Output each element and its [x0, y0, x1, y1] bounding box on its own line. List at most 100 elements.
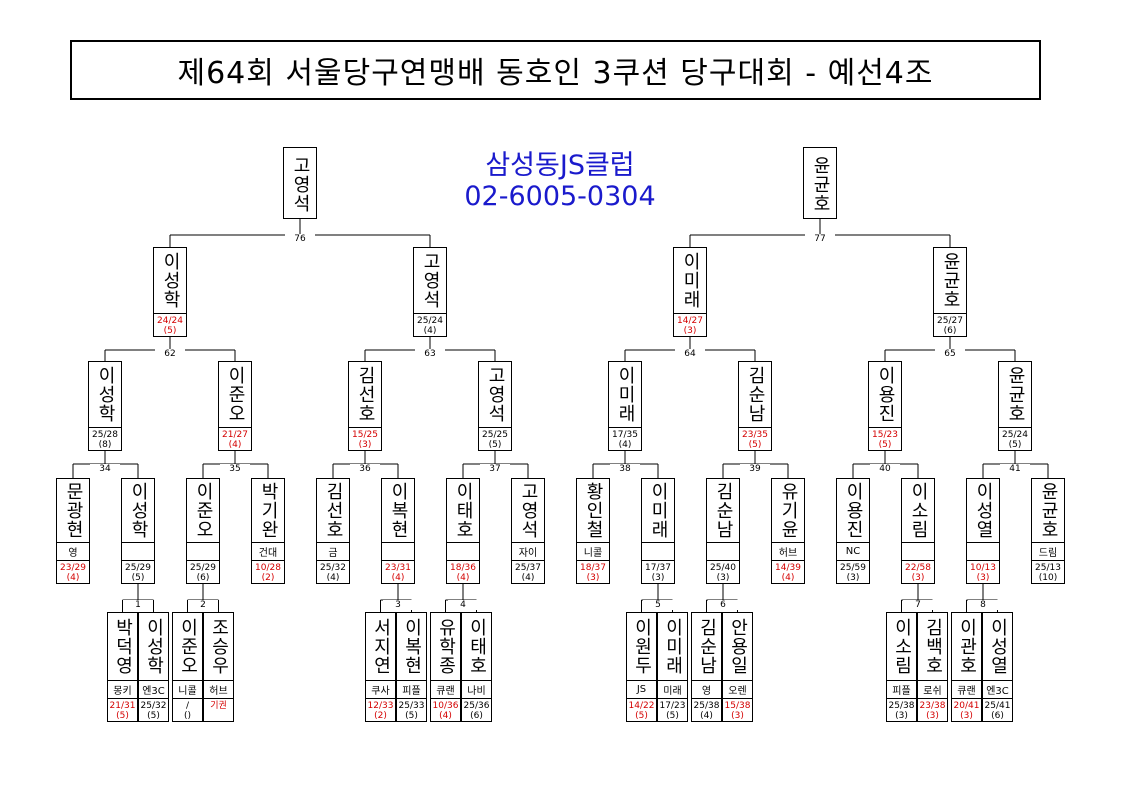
- player-club: [707, 543, 739, 561]
- player-average: (6): [470, 711, 483, 721]
- player-name: 이용진: [843, 482, 864, 539]
- player-average: (5): [635, 711, 648, 721]
- player-average: (4): [66, 573, 80, 583]
- player-name: 이성학: [160, 252, 181, 309]
- player-score: 25/38: [693, 701, 720, 711]
- player-score: 25/24: [1002, 430, 1028, 440]
- player-name: 박기완: [258, 482, 279, 539]
- player-average: (10): [1038, 573, 1058, 583]
- player-name: 이성학: [95, 366, 116, 423]
- player-name: 고영석: [485, 366, 506, 423]
- player-score: 25/38: [888, 701, 915, 711]
- player-name: 박덕영: [112, 618, 134, 675]
- player-average: (3): [586, 573, 600, 583]
- player-score: /: [185, 701, 190, 711]
- match-number: 39: [740, 464, 770, 474]
- player-name: 이준오: [225, 366, 246, 423]
- player-name: 황인철: [583, 482, 604, 539]
- player-score: 17/23: [659, 701, 686, 711]
- player-club: 허브: [204, 681, 233, 699]
- player-club: 몽키: [108, 681, 137, 699]
- player-score: 25/24: [417, 316, 443, 326]
- player-score: 25/59: [840, 563, 866, 573]
- player-average: (5): [147, 711, 160, 721]
- player-name: 김백호: [922, 618, 944, 675]
- player-name: 윤균호: [940, 252, 961, 309]
- match-number: 63: [415, 349, 445, 359]
- player-average: (5): [405, 711, 418, 721]
- player-score: 17/35: [612, 430, 638, 440]
- player-average: (3): [976, 573, 990, 583]
- player-average: (4): [439, 711, 452, 721]
- player-name: 이복현: [388, 482, 409, 539]
- player-club: 나비: [462, 681, 491, 699]
- player-score: 21/27: [222, 430, 248, 440]
- player-name: 이준오: [177, 618, 199, 675]
- player-score: 25/37: [515, 563, 541, 573]
- match-number: 62: [155, 349, 185, 359]
- player-name: 문광현: [63, 482, 84, 539]
- match-number: 7: [903, 600, 933, 610]
- player-score: 기권: [210, 701, 227, 711]
- player-club: [122, 543, 154, 561]
- player-name: 서지연: [370, 618, 392, 675]
- player-name: 고영석: [290, 155, 311, 213]
- player-name: 이미래: [615, 366, 636, 423]
- match-number: 34: [90, 464, 120, 474]
- player-score: 20/41: [953, 701, 980, 711]
- match-number: 2: [188, 600, 218, 610]
- player-name: 이준오: [193, 482, 214, 539]
- player-average: (6): [943, 326, 957, 336]
- player-name: 김선호: [323, 482, 344, 539]
- player-average: (2): [261, 573, 275, 583]
- match-number: 5: [643, 600, 673, 610]
- page-title: 제64회 서울당구연맹배 동호인 3쿠션 당구대회 - 예선4조: [70, 40, 1041, 100]
- player-club: 자이: [512, 543, 544, 561]
- player-name: 이소림: [908, 482, 929, 539]
- player-name: 이미래: [662, 618, 684, 675]
- player-name: 이성학: [143, 618, 165, 675]
- player-club: 허브: [772, 543, 804, 561]
- player-score: 14/39: [775, 563, 801, 573]
- player-score: 25/29: [190, 563, 216, 573]
- player-club: 니콜: [173, 681, 202, 699]
- player-name: 이성열: [973, 482, 994, 539]
- match-number: 36: [350, 464, 380, 474]
- player-name: 김순남: [696, 618, 718, 675]
- player-name: 이미래: [648, 482, 669, 539]
- player-name: 안용일: [727, 618, 749, 675]
- player-score: 25/25: [482, 430, 508, 440]
- player-club: 니콜: [577, 543, 609, 561]
- player-score: 23/31: [385, 563, 411, 573]
- player-average: (4): [228, 440, 242, 450]
- player-score: 21/31: [109, 701, 136, 711]
- player-average: (2): [374, 711, 387, 721]
- player-score: 23/38: [919, 701, 946, 711]
- player-name: 고영석: [420, 252, 441, 309]
- player-name: 이태호: [466, 618, 488, 675]
- player-name: 고영석: [518, 482, 539, 539]
- player-box: 고영석: [283, 147, 317, 219]
- player-average: (4): [521, 573, 535, 583]
- player-score: 25/41: [984, 701, 1011, 711]
- match-number: 35: [220, 464, 250, 474]
- player-club: 오렌: [723, 681, 752, 699]
- player-average: (4): [391, 573, 405, 583]
